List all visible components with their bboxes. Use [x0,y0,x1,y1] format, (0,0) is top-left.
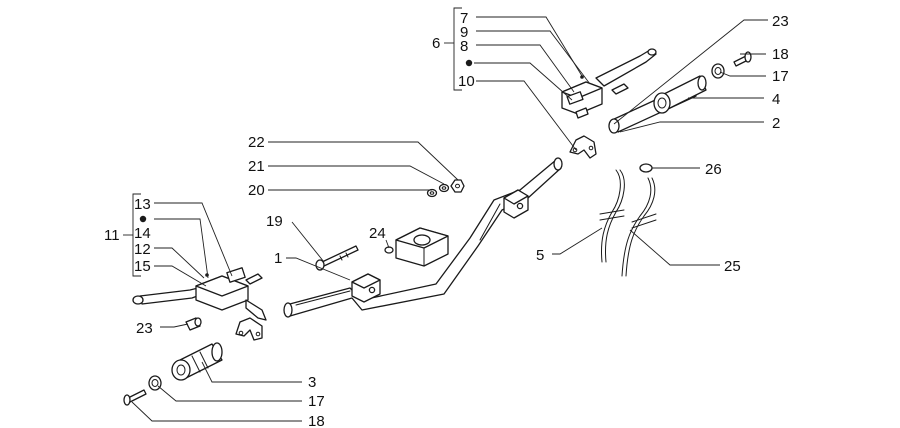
right-grip-4 [653,75,707,114]
nut-22 [450,179,465,193]
cable-5 [599,169,625,263]
label-13: 13 [134,196,151,213]
group-bracket-11 [123,193,141,277]
bullet-marker-8 [465,59,473,67]
group-bracket-6 [444,7,462,91]
label-2: 2 [772,115,780,132]
left-lever-assembly [132,267,267,321]
label-11: 11 [104,227,120,244]
washer-20 [426,188,438,198]
label-14: 14 [134,225,151,242]
cable-25 [621,177,657,277]
left-screw-18 [123,389,147,406]
left-lever-clamp [235,317,263,341]
label-12: 12 [134,241,151,258]
label-25: 25 [724,258,741,275]
label-18-right: 18 [772,46,789,63]
cap-26 [639,163,653,173]
label-23-left: 23 [136,320,153,337]
label-4: 4 [772,91,780,108]
label-20: 20 [248,182,265,199]
bullet-marker-14 [139,215,147,223]
label-19: 19 [266,213,283,230]
label-6: 6 [432,35,440,52]
label-10: 10 [458,73,475,90]
label-9: 9 [460,24,468,41]
right-bar-end-17 [711,63,725,79]
label-24: 24 [369,225,386,242]
plug-23-left [185,317,202,331]
left-grip-3 [171,342,223,381]
center-clamp [395,227,449,267]
label-17-right: 17 [772,68,789,85]
left-bar-end-17 [148,375,162,391]
right-lever-clamp [569,135,597,159]
label-18-left: 18 [308,413,325,428]
handlebar-tube [283,157,563,318]
washer-21 [438,183,450,193]
label-21: 21 [248,158,265,175]
label-8: 8 [460,38,468,55]
label-3: 3 [308,374,316,391]
bolt-19 [315,245,359,271]
label-17-left: 17 [308,393,325,410]
leader-lines [131,16,768,422]
label-22: 22 [248,134,265,151]
plug-23-right [575,107,589,119]
right-bar-clamp [503,189,529,219]
left-bar-clamp [351,273,381,303]
label-23-right: 23 [772,13,789,30]
label-15: 15 [134,258,151,275]
label-1: 1 [274,250,282,267]
right-lever-assembly [561,48,657,115]
label-7: 7 [460,10,468,27]
label-26: 26 [705,161,722,178]
label-5: 5 [536,247,544,264]
right-screw-18 [733,51,752,67]
